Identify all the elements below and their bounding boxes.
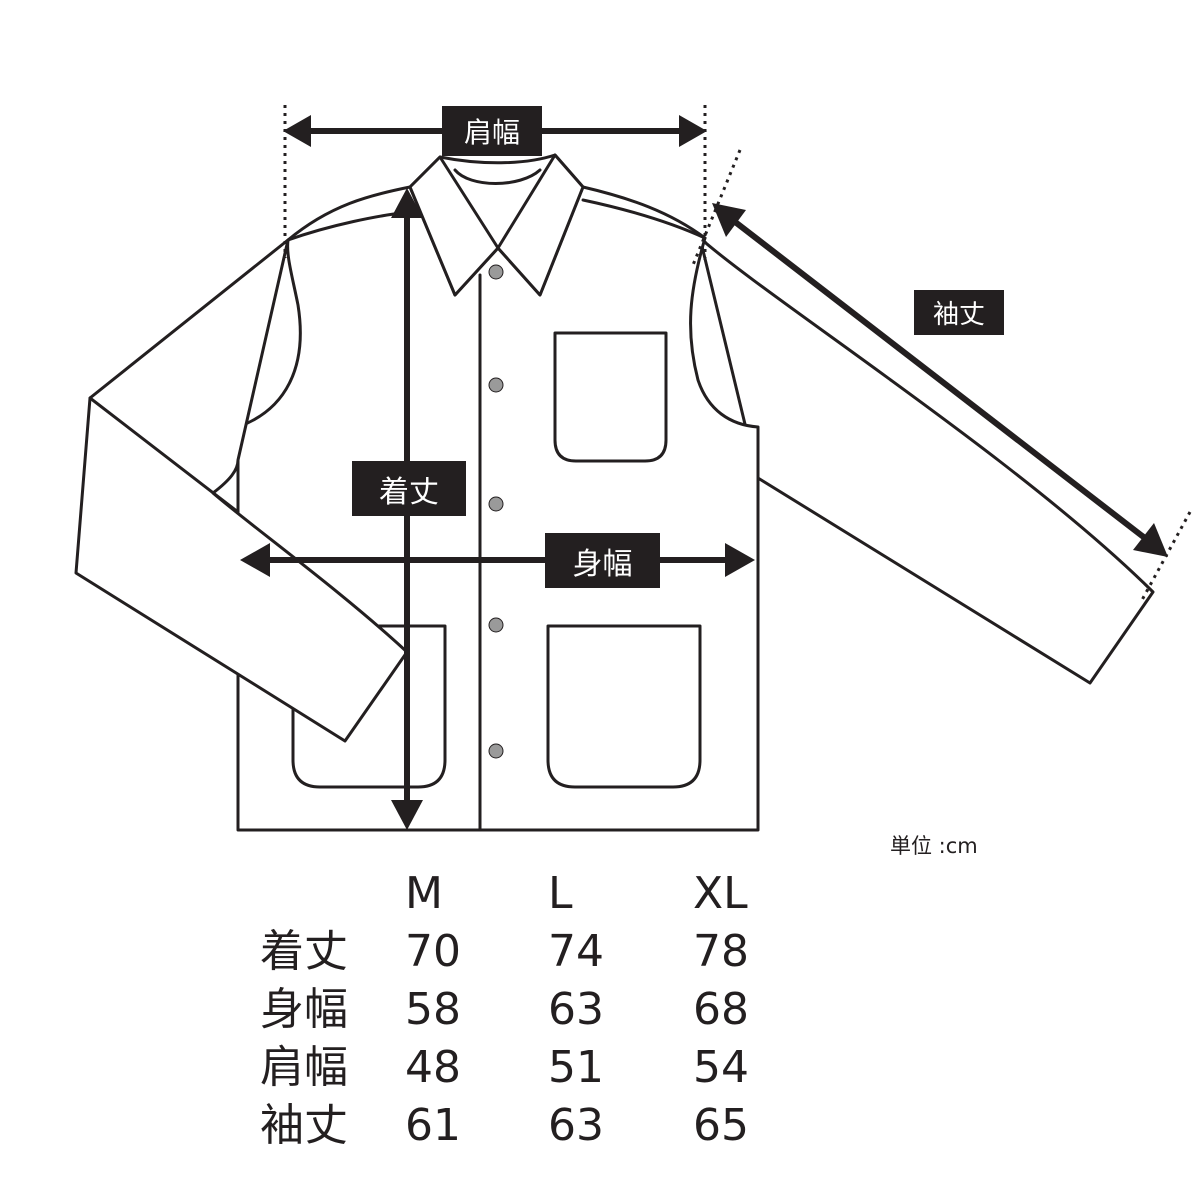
sleeve-length-label: 袖丈 <box>914 290 1004 335</box>
unit-label: 単位 :cm <box>890 834 978 858</box>
width-arrowhead-left <box>240 543 270 577</box>
table-cell: 70 <box>405 926 461 977</box>
body-length-label: 着丈 <box>352 461 466 516</box>
left-cuff-line <box>88 396 240 514</box>
table-cell: 48 <box>405 1042 461 1093</box>
shoulder-arrowhead-right <box>679 115 707 147</box>
right-sleeve <box>698 236 1155 685</box>
table-cell: 74 <box>548 926 604 977</box>
column-header: L <box>548 868 573 919</box>
table-cell: 58 <box>405 984 461 1035</box>
button-5 <box>488 743 504 759</box>
sleeve-arrowhead-top <box>712 203 746 237</box>
yoke-seam-right <box>581 198 707 240</box>
row-label: 肩幅 <box>260 1042 348 1093</box>
table-cell: 65 <box>693 1100 749 1151</box>
shoulder-width-label: 肩幅 <box>442 106 542 156</box>
sleeve-arrow-line <box>728 215 1152 545</box>
column-header: M <box>405 868 443 919</box>
length-arrowhead-top <box>391 188 423 218</box>
width-arrowhead-right <box>725 543 755 577</box>
table-cell: 63 <box>548 1100 604 1151</box>
column-header: XL <box>693 868 748 919</box>
lower-right-pocket <box>546 624 702 789</box>
collar-right-point <box>496 153 585 297</box>
body-width-label: 身幅 <box>545 533 660 588</box>
length-arrowhead-bottom <box>391 800 423 830</box>
sleeve-arrowhead-bottom <box>1133 523 1168 557</box>
row-label: 袖丈 <box>260 1100 348 1151</box>
chest-pocket <box>553 331 668 463</box>
table-cell: 51 <box>548 1042 604 1093</box>
button-2 <box>488 377 504 393</box>
table-cell: 68 <box>693 984 749 1035</box>
table-cell: 78 <box>693 926 749 977</box>
neckline <box>453 168 542 185</box>
button-3 <box>488 496 504 512</box>
size-table: M L XL 着丈 70 74 78 身幅 58 63 68 肩幅 48 51 … <box>255 865 775 1155</box>
left-sleeve <box>74 238 409 743</box>
row-label: 着丈 <box>260 926 348 977</box>
button-1 <box>488 264 504 280</box>
table-cell: 61 <box>405 1100 461 1151</box>
shoulder-arrowhead-left <box>283 115 311 147</box>
row-label: 身幅 <box>260 984 348 1035</box>
button-4 <box>488 617 504 633</box>
collar-left-point <box>408 155 500 297</box>
table-cell: 63 <box>548 984 604 1035</box>
table-cell: 54 <box>693 1042 749 1093</box>
